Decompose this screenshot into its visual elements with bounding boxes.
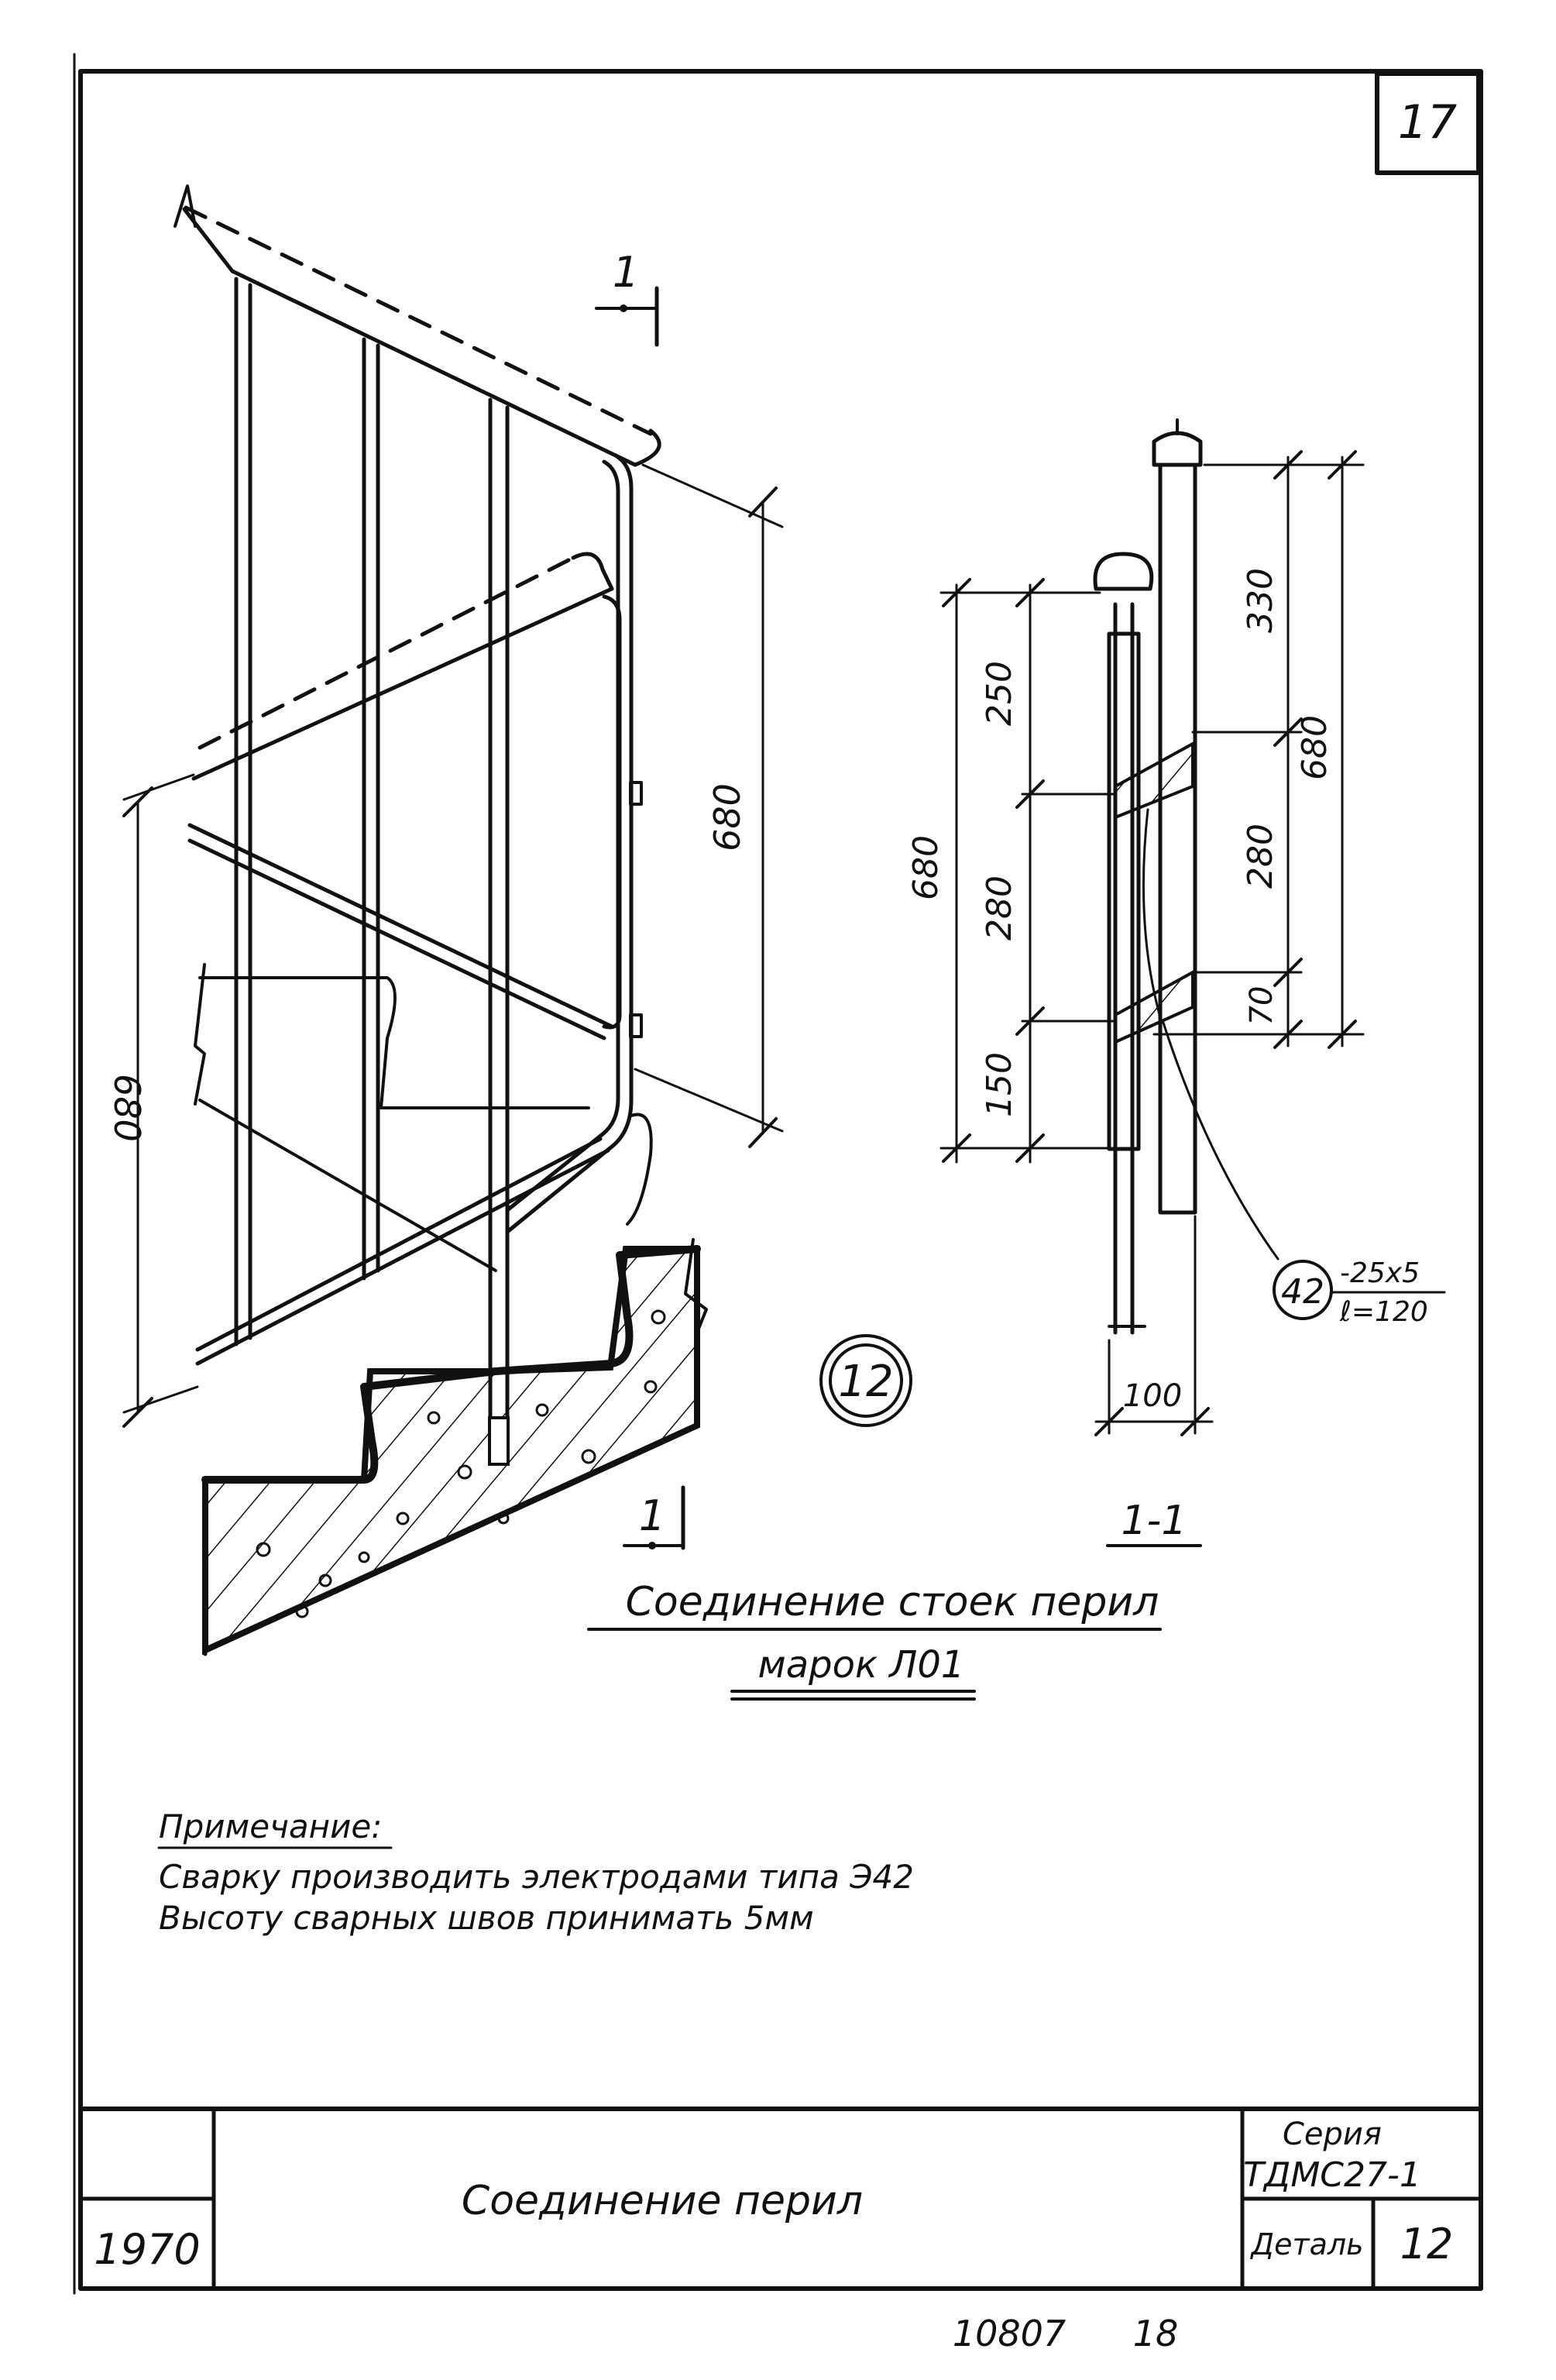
caption-line1: Соединение стоек перил xyxy=(626,1579,1159,1625)
callout-leader xyxy=(1162,1021,1279,1261)
title-block: 1970 Соединение перил Серия ТДМС27-1 Дет… xyxy=(78,2107,1483,2291)
note-line-2: Высоту сварных швов принимать 5мм xyxy=(159,1899,814,1937)
clamp-1 xyxy=(629,781,643,806)
section-marker-top: 1 xyxy=(595,248,659,347)
diagonal-rail-lower-b xyxy=(195,1137,603,1352)
stair-railing-view: 680 680 1 1 xyxy=(106,184,784,1656)
section-1-1-view: 680 250 280 150 330 680 280 70 100 42 -2… xyxy=(906,418,1446,1547)
dim-post-height: 680 xyxy=(106,1074,148,1142)
sheet-number-box: 17 xyxy=(1375,71,1481,175)
note-heading: Примечание: xyxy=(159,1807,382,1845)
section-mark-top-label: 1 xyxy=(613,248,639,297)
dim-left-150: 150 xyxy=(980,1052,1019,1117)
weld-plate-lower xyxy=(1114,969,1194,1045)
sheet-number: 17 xyxy=(1398,95,1457,150)
lower-handrail-end xyxy=(571,552,614,591)
aggregate-specks xyxy=(256,1309,666,1618)
section-label: 1-1 xyxy=(1121,1498,1187,1544)
upper-handrail-dashed xyxy=(184,205,653,436)
bent-end-post-b xyxy=(505,459,620,1212)
break-mark-2 xyxy=(684,1238,708,1334)
upper-handrail xyxy=(182,207,235,273)
weld-plate-upper xyxy=(1114,741,1194,820)
caption-line2: марок Л01 xyxy=(758,1643,965,1687)
dim-left-280: 280 xyxy=(980,875,1019,941)
diagonal-rail-upper xyxy=(187,823,614,1029)
clamp-2 xyxy=(629,1013,643,1038)
bent-end-post xyxy=(505,453,634,1234)
note-line-1: Сварку производить электродами типа Э42 xyxy=(159,1858,914,1896)
post-embed xyxy=(488,1416,510,1466)
post-short xyxy=(1107,631,1141,1151)
detail-value: 12 xyxy=(1400,2220,1454,2268)
year: 1970 xyxy=(94,2225,200,2274)
post-tall xyxy=(1158,463,1197,1215)
dim-right-total: 680 xyxy=(1295,715,1334,780)
dim-rail-height: 680 xyxy=(706,783,748,851)
lower-handrail-dashed xyxy=(198,555,575,750)
handrail-cap-right xyxy=(1152,431,1203,467)
upper-handrail-break xyxy=(173,184,197,228)
diagonal-rail-lower xyxy=(195,1148,610,1366)
handrail-cap-left xyxy=(1093,552,1154,591)
lower-handrail xyxy=(191,586,614,781)
detail-marker: 12 xyxy=(819,1334,912,1427)
stair-base-line xyxy=(203,1423,699,1653)
sheet-frame xyxy=(78,69,1483,2291)
footer-code: 10807 xyxy=(953,2313,1066,2354)
series-value: ТДМС27-1 xyxy=(1243,2155,1421,2195)
post-weld-curve xyxy=(626,1113,653,1226)
drawing-title: Соединение перил xyxy=(462,2178,863,2224)
dim-width: 100 xyxy=(1123,1378,1182,1414)
upper-handrail-end xyxy=(633,428,661,467)
section-mark-bottom-label: 1 xyxy=(639,1491,665,1540)
stringer-bracket xyxy=(198,976,590,1109)
diagonal-rail-upper-b xyxy=(187,838,606,1040)
callout-circle xyxy=(1273,1260,1333,1320)
detail-label: Деталь xyxy=(1249,2227,1363,2261)
section-marker-bottom: 1 xyxy=(623,1485,685,1550)
dim-right-330: 330 xyxy=(1241,568,1280,633)
diagonal-brace xyxy=(198,1099,497,1272)
dim-right-70: 70 xyxy=(1244,986,1279,1026)
stair-outline xyxy=(201,1245,701,1484)
callout-spec-1: -25x5 xyxy=(1340,1257,1420,1289)
weld-leader-curve xyxy=(1142,808,1163,1024)
break-mark-1 xyxy=(194,963,206,1106)
dim-left-250: 250 xyxy=(980,661,1019,726)
dim-right-280: 280 xyxy=(1241,824,1280,889)
detail-marker-number: 12 xyxy=(838,1357,893,1407)
callout-spec-2: ℓ=120 xyxy=(1339,1296,1428,1328)
series-label: Серия xyxy=(1283,2117,1382,2152)
upper-handrail-lower-edge xyxy=(230,269,637,467)
callout-number: 42 xyxy=(1281,1272,1324,1312)
footer-page: 18 xyxy=(1133,2313,1179,2354)
dim-left-total: 680 xyxy=(906,835,946,900)
